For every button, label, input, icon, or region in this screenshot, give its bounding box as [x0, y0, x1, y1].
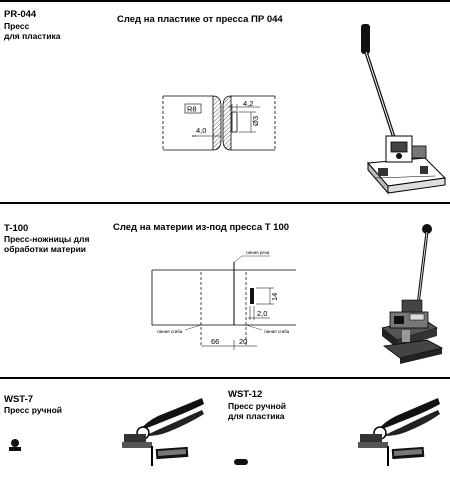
- wst7-desc-1: Пресс ручной: [4, 405, 63, 415]
- pr044-heading: След на пластике от пресса ПР 044: [117, 14, 283, 25]
- t100-dim-w: 2,0: [257, 309, 267, 318]
- t100-label-cut-line: линия реза: [246, 250, 270, 255]
- t100-press-image: [381, 224, 444, 364]
- pr044-code: PR-044: [4, 9, 37, 20]
- wst12-desc-1: Пресс ручной: [228, 401, 287, 411]
- pr044-dim-r: R8: [187, 105, 197, 114]
- pr044-cut-right: [222, 95, 232, 151]
- pr044-r-label-box: [184, 103, 202, 114]
- t100-dim-h: 14: [270, 293, 279, 301]
- wst7-hand-press-image: [122, 398, 204, 466]
- pr044-press-image: [361, 24, 447, 195]
- wst7-code: WST-7: [4, 394, 34, 405]
- wst12-desc-2: для пластика: [228, 411, 285, 421]
- t100-code: T-100: [4, 223, 29, 234]
- pr044-material-outline: [162, 95, 276, 151]
- pr044-desc-1: Пресс: [4, 21, 30, 31]
- wst7-punch-mark-icon: [9, 439, 21, 451]
- pr044-dim-c: 4,0: [196, 126, 206, 135]
- pr044-cut-left: [212, 95, 222, 151]
- t100-desc-2: обработки материи: [4, 244, 87, 254]
- divider-2: [0, 377, 450, 379]
- divider-1: [0, 202, 450, 204]
- pr044-diagram: R8 4,2 Ø3 4,0: [162, 95, 276, 151]
- wst12-hand-press-image: [358, 398, 440, 466]
- top-divider: [0, 0, 450, 2]
- t100-heading: След на материи из-под пресса Т 100: [113, 222, 290, 233]
- wst12-code: WST-12: [228, 389, 263, 400]
- t100-dim-d1: 66: [211, 337, 219, 346]
- t100-material-outline: [151, 269, 296, 326]
- t100-dim-d2: 20: [239, 337, 247, 346]
- pr044-hole: [231, 111, 238, 133]
- t100-desc-1: Пресс-ножницы для: [4, 234, 90, 244]
- pr044-desc-2: для пластика: [4, 31, 61, 41]
- t100-label-fold-left: линия сгиба: [157, 329, 183, 334]
- t100-slot: [250, 288, 254, 304]
- t100-label-fold-right: линия сгиба: [264, 329, 290, 334]
- wst12-punch-mark-icon: [234, 459, 248, 465]
- pr044-dim-a: 4,2: [243, 99, 253, 108]
- t100-diagram: линия реза линия сгиба линия сгиба 14 2,…: [151, 250, 296, 350]
- pr044-dim-b: Ø3: [251, 116, 260, 126]
